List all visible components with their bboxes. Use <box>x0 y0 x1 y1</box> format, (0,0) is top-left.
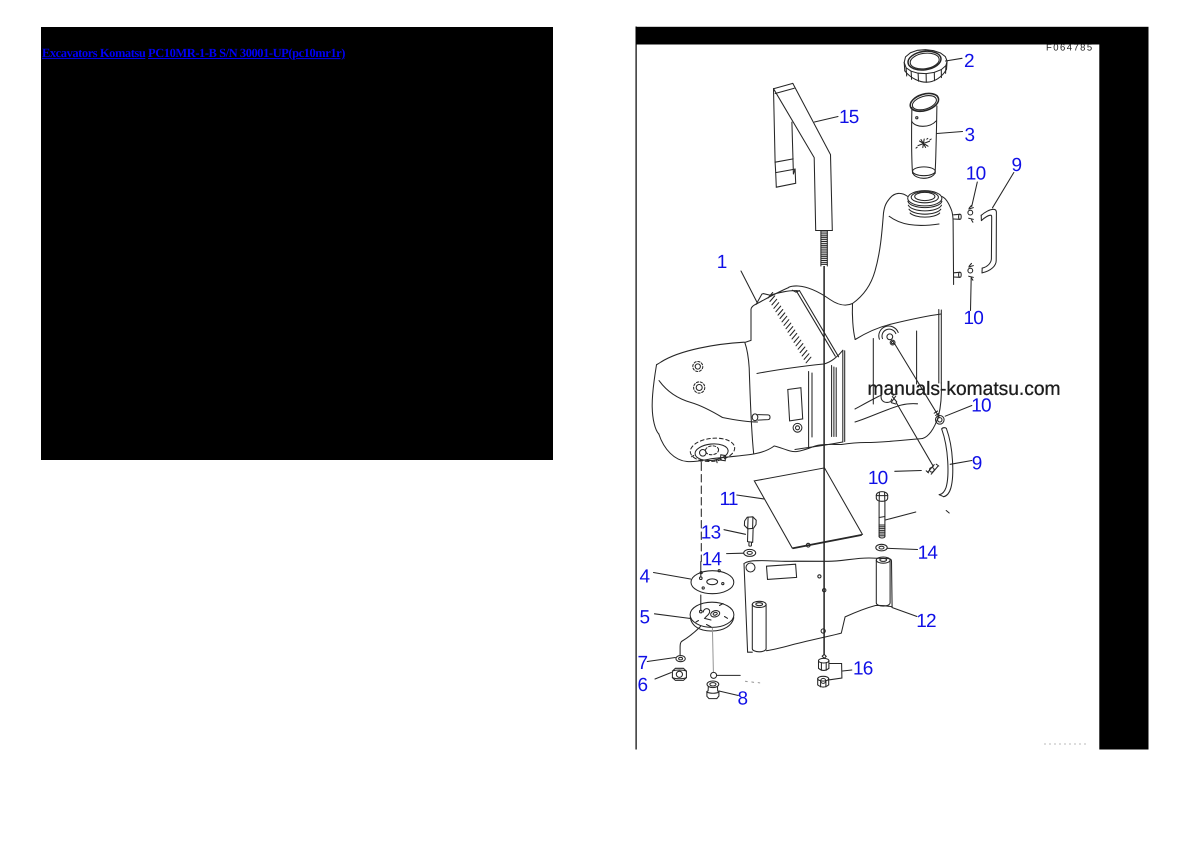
svg-text:7: 7 <box>637 653 647 674</box>
svg-text:10: 10 <box>971 396 991 417</box>
svg-text:12: 12 <box>916 611 936 632</box>
svg-text:F064785: F064785 <box>1046 43 1094 54</box>
svg-text:1: 1 <box>717 252 727 273</box>
svg-text:10: 10 <box>868 468 888 489</box>
svg-text:8: 8 <box>737 689 747 710</box>
svg-text:14: 14 <box>918 543 939 564</box>
svg-text:9: 9 <box>1011 155 1021 176</box>
svg-text:11: 11 <box>719 489 737 510</box>
svg-text:manuals-komatsu.com: manuals-komatsu.com <box>867 379 1060 400</box>
svg-text:3: 3 <box>964 125 974 146</box>
svg-text:10: 10 <box>963 308 983 329</box>
svg-text:5: 5 <box>639 607 649 628</box>
svg-text:15: 15 <box>839 107 859 128</box>
svg-text:10: 10 <box>966 164 986 185</box>
svg-text:13: 13 <box>701 523 721 544</box>
svg-text:14: 14 <box>702 549 723 570</box>
svg-text:6: 6 <box>637 675 647 696</box>
svg-text:9: 9 <box>972 453 982 474</box>
svg-text:2: 2 <box>964 51 974 72</box>
svg-text:4: 4 <box>639 567 650 588</box>
svg-text:16: 16 <box>853 659 873 680</box>
